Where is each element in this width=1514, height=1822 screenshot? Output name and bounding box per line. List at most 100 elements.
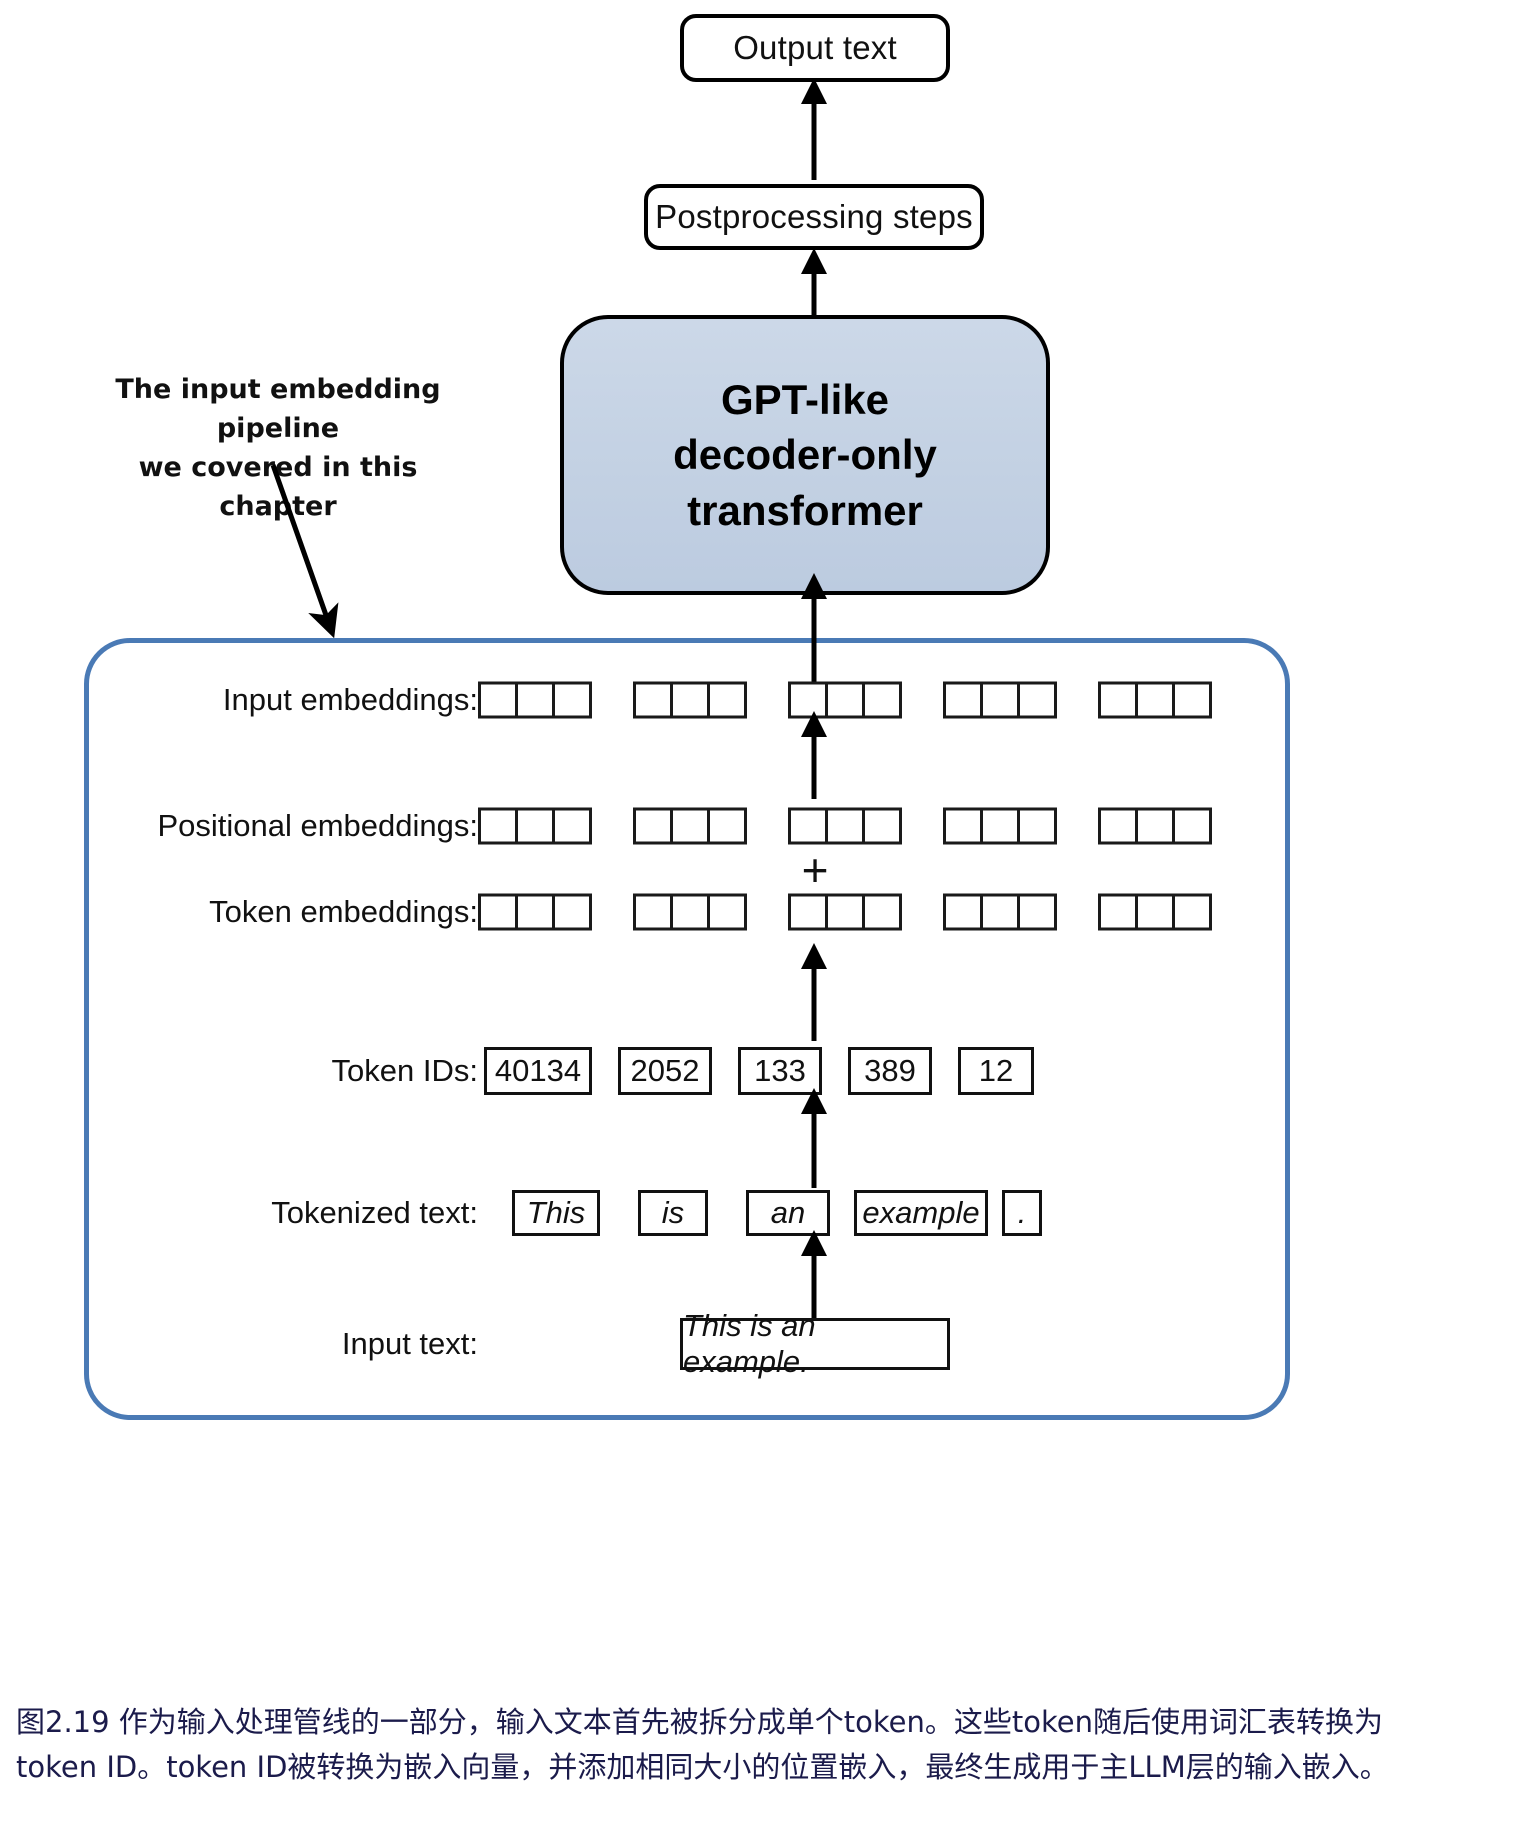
embedding-cell (552, 681, 592, 719)
output-text-label: Output text (733, 29, 897, 66)
embedding-cell (670, 807, 710, 845)
input-text-box: This is an example. (680, 1308, 950, 1379)
embedding-cell (552, 893, 592, 931)
token-id-box: 133 (738, 1047, 822, 1095)
arrow-shaft (811, 965, 817, 1041)
plus-sign: + (801, 844, 829, 896)
arrow-head (801, 78, 827, 104)
tokenized-text-box: example (854, 1190, 988, 1236)
token-id-box: 12 (958, 1047, 1034, 1095)
cell-group-gap (744, 894, 788, 931)
arrow-head (801, 943, 827, 969)
embedding-cell-group (633, 893, 747, 931)
postprocessing-steps-label: Postprocessing steps (655, 198, 973, 235)
embedding-cell (943, 681, 983, 719)
embedding-cell (825, 893, 865, 931)
row-label-tokenized-text: Tokenized text: (271, 1195, 478, 1230)
embedding-cell (633, 807, 673, 845)
embedding-cell-group (633, 681, 747, 719)
cell-group-gap (1054, 682, 1098, 719)
tokenized-text-box: is (638, 1190, 708, 1236)
embedding-cell (1135, 807, 1175, 845)
embedding-cell (788, 807, 828, 845)
arrow-shaft (811, 270, 817, 326)
cell-group-gap (899, 894, 943, 931)
embedding-cell-group (633, 807, 747, 845)
row-label-token-embeddings: Token embeddings: (209, 894, 478, 929)
caption-line-1: 图2.19 作为输入处理管线的一部分，输入文本首先被拆分成单个token。这些t… (16, 1705, 1383, 1739)
token-embeddings-cells (478, 893, 1212, 931)
cell-group-gap (1054, 808, 1098, 845)
embedding-cell-group (943, 893, 1057, 931)
row-label-input-embeddings: Input embeddings: (222, 682, 478, 717)
gpt-transformer-box: GPT-like decoder-only transformer (560, 315, 1050, 595)
arrow-head (801, 248, 827, 274)
embedding-cell-group (478, 681, 592, 719)
embedding-cell (707, 893, 747, 931)
embedding-cell (1172, 807, 1212, 845)
embedding-cell (633, 893, 673, 931)
embedding-cell (633, 681, 673, 719)
embedding-cell (1172, 681, 1212, 719)
embedding-cell (552, 807, 592, 845)
embedding-cell-group (1098, 893, 1212, 931)
embedding-cell (707, 681, 747, 719)
embedding-cell (515, 807, 555, 845)
embedding-cell (478, 681, 518, 719)
embedding-cell (825, 807, 865, 845)
embedding-cell-group (788, 893, 902, 931)
arrow-shaft (811, 1252, 817, 1334)
caption-line-2: token ID。token ID被转换为嵌入向量，并添加相同大小的位置嵌入，最… (16, 1749, 1389, 1784)
arrow-shaft (811, 733, 817, 799)
arrow-shaft (811, 100, 817, 180)
tokenized-text-box: an (746, 1190, 830, 1236)
embedding-cell (825, 681, 865, 719)
embedding-cell (980, 807, 1020, 845)
embedding-cell (670, 893, 710, 931)
embedding-cell-group (478, 893, 592, 931)
tokenized-text-box: . (1002, 1190, 1042, 1236)
embedding-cell (515, 681, 555, 719)
tokenized-text-box: This (512, 1190, 600, 1236)
token-id-box: 2052 (618, 1047, 712, 1095)
callout-line1: The input embedding pipeline (115, 374, 441, 445)
input-text-row: This is an example. (680, 1308, 950, 1379)
embedding-cell (943, 807, 983, 845)
embedding-cell-group (943, 807, 1057, 845)
transformer-label: GPT-like decoder-only transformer (673, 372, 937, 538)
embedding-cell (980, 893, 1020, 931)
row-label-token-ids: Token IDs: (331, 1053, 478, 1088)
embedding-cell (1098, 893, 1138, 931)
embedding-cell (1017, 893, 1057, 931)
embedding-cell (788, 893, 828, 931)
cell-group-gap (1054, 894, 1098, 931)
cell-group-gap (589, 682, 633, 719)
arrow-shaft (811, 1110, 817, 1188)
embedding-cell-group (788, 681, 902, 719)
arrow-shaft (811, 595, 817, 705)
embedding-cell (478, 893, 518, 931)
embedding-cell-group (943, 681, 1057, 719)
embedding-cell-group (788, 807, 902, 845)
embedding-cell (943, 893, 983, 931)
embedding-cell (1098, 681, 1138, 719)
embedding-cell (478, 807, 518, 845)
output-text-box: Output text (680, 14, 950, 82)
embedding-cell (515, 893, 555, 931)
figure-caption: 图2.19 作为输入处理管线的一部分，输入文本首先被拆分成单个token。这些t… (16, 1700, 1506, 1790)
cell-group-gap (589, 808, 633, 845)
transformer-label-line1: GPT-like (720, 375, 890, 423)
token-id-box: 40134 (484, 1047, 592, 1095)
embedding-cell (1172, 893, 1212, 931)
embedding-cell (670, 681, 710, 719)
input-embedding-pipeline-container (84, 638, 1290, 1420)
embedding-cell-group (1098, 807, 1212, 845)
cell-group-gap (589, 894, 633, 931)
cell-group-gap (899, 808, 943, 845)
embedding-cell (707, 807, 747, 845)
postprocessing-steps-box: Postprocessing steps (644, 184, 984, 250)
arrow-head (801, 1230, 827, 1256)
